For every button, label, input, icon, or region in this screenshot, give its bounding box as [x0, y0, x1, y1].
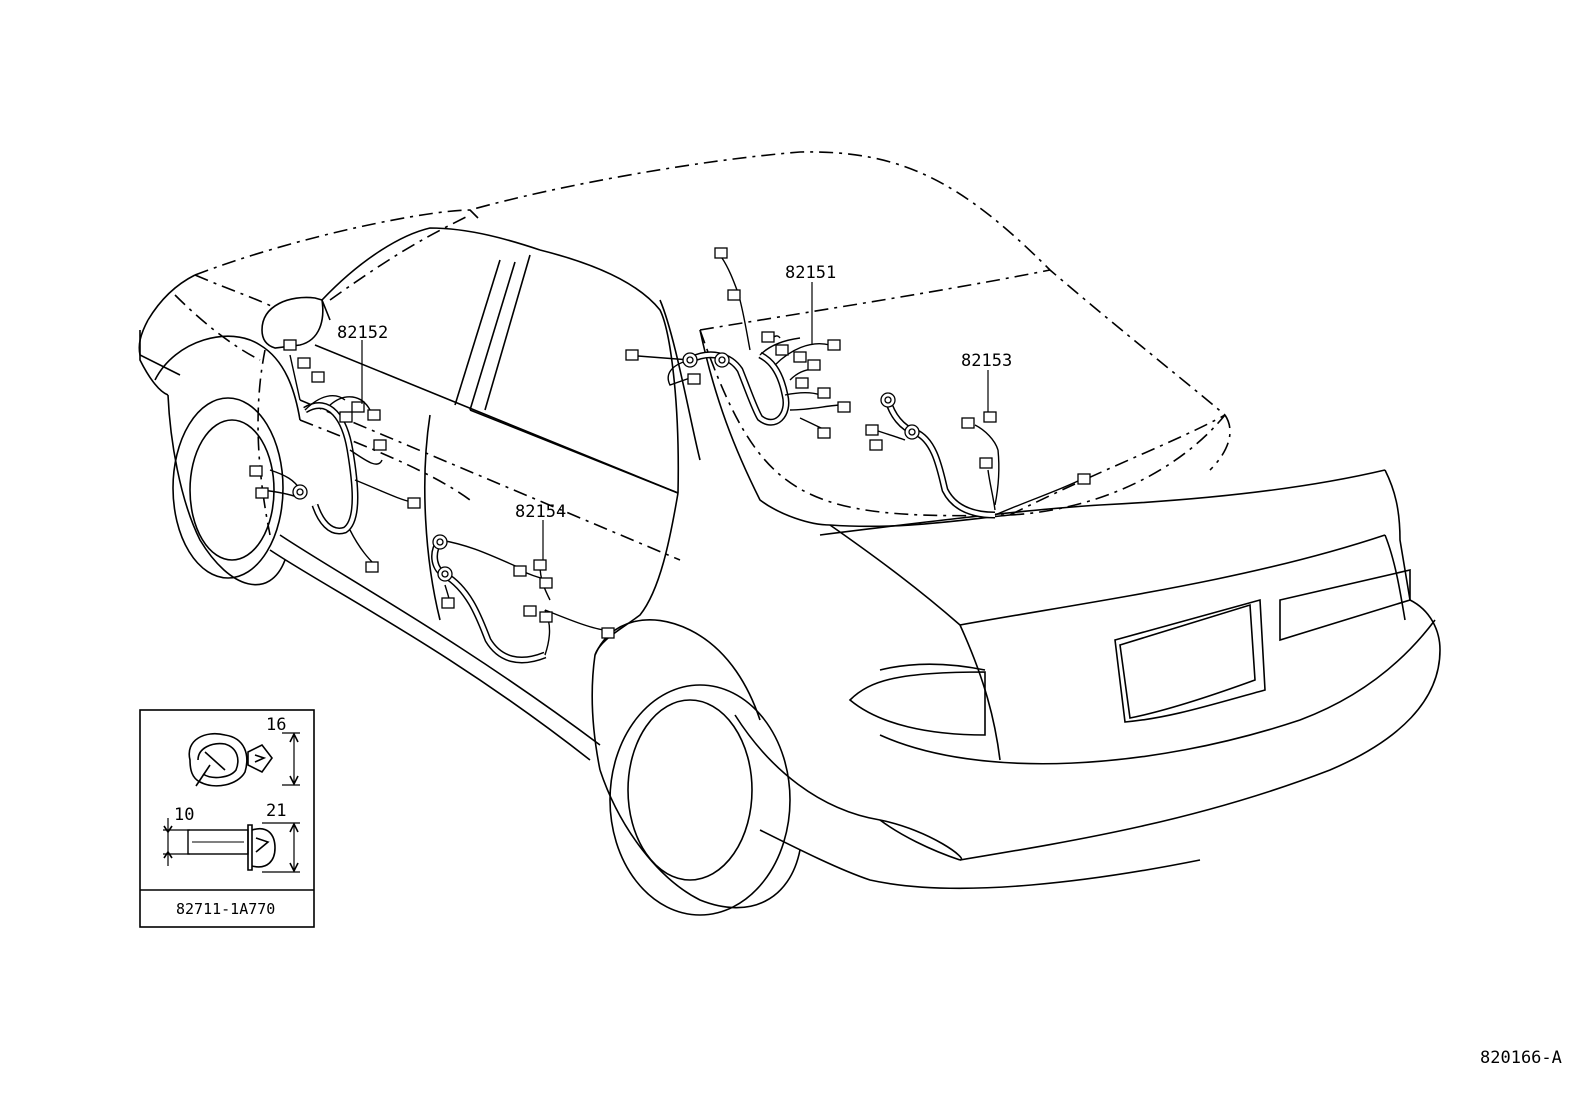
- callout-82154: 82154: [515, 502, 566, 522]
- car-body: [138, 151, 1441, 916]
- harness-82152: 82152: [249, 323, 421, 573]
- figure-id: 820166-A: [1480, 1048, 1562, 1068]
- clip-detail-box: 16 10 21 82711-1A770: [139, 709, 315, 928]
- dimension-21: 21: [266, 801, 286, 821]
- dimension-10: 10: [174, 805, 194, 825]
- callout-82152: 82152: [337, 323, 388, 343]
- harness-82151: 82151: [625, 247, 851, 439]
- clip-side-view-icon: [187, 824, 276, 871]
- clip-top-view-icon: [188, 733, 273, 787]
- harness-82153: 82153: [865, 351, 1091, 519]
- clip-part-number: 82711-1A770: [176, 900, 275, 918]
- connector: [283, 339, 297, 351]
- dimension-16: 16: [266, 715, 286, 735]
- callout-82153: 82153: [961, 351, 1012, 371]
- harness-82154: 82154: [431, 502, 615, 664]
- callout-82151: 82151: [785, 263, 836, 283]
